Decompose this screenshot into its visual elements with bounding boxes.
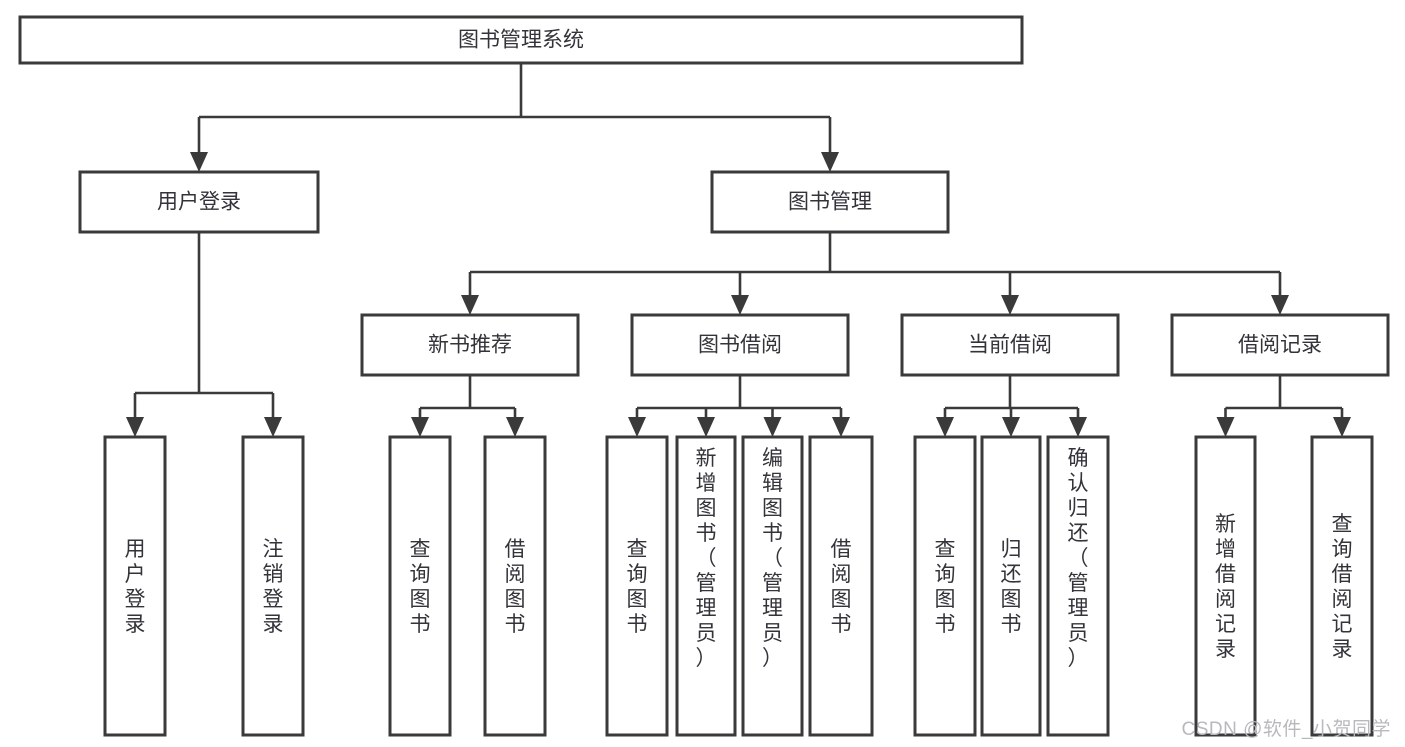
node-box [1194,435,1257,737]
node-label: 归还图书 [1001,538,1022,636]
node-label: 查询图书 [935,538,956,636]
node-leaf-borrow-book-rec[interactable]: 借阅图书 [483,435,547,737]
node-label: 图书管理系统 [458,29,584,52]
node-box [808,435,874,737]
node-leaf-logout[interactable]: 注销登录 [241,435,305,737]
node-leaf-query-record[interactable]: 查询借阅记录 [1310,435,1374,737]
node-label: 用户登录 [157,191,241,214]
node-label: 确认归还（管理员） [1068,447,1089,670]
arrow-down-icon [190,152,208,172]
node-book-borrow[interactable]: 图书借阅 [630,313,850,377]
node-box [241,435,305,737]
node-box [360,313,580,377]
arrow-down-icon [936,417,954,437]
node-label: 借阅记录 [1238,334,1322,357]
node-leaf-query-book-rec[interactable]: 查询图书 [388,435,452,737]
node-box [900,313,1120,377]
node-label: 借阅图书 [505,538,526,636]
arrow-down-icon [1333,417,1351,437]
node-box [78,170,320,234]
node-box [1170,313,1390,377]
node-label: 新增借阅记录 [1215,513,1236,661]
arrow-down-icon [697,417,715,437]
watermark-text: CSDN @软件_小贺同学 [1181,719,1391,740]
node-label: 图书管理 [788,191,872,214]
node-borrow-record[interactable]: 借阅记录 [1170,313,1390,377]
node-box [388,435,452,737]
arrow-down-icon [1271,295,1289,315]
node-label: 查询借阅记录 [1332,513,1353,661]
arrow-down-icon [1002,417,1020,437]
arrow-down-icon [126,417,144,437]
node-label: 新书推荐 [428,334,512,357]
arrow-down-icon [506,417,524,437]
node-label: 当前借阅 [968,334,1052,357]
node-label: 借阅图书 [831,538,852,636]
node-root[interactable]: 图书管理系统 [18,15,1024,65]
arrow-down-icon [628,417,646,437]
arrow-down-icon [1069,417,1087,437]
node-current-borrow[interactable]: 当前借阅 [900,313,1120,377]
arrow-down-icon [763,417,782,437]
arrow-down-icon [461,295,479,315]
node-box [483,435,547,737]
node-label: 用户登录 [125,538,146,636]
node-box [103,435,167,737]
arrow-down-icon [1001,295,1019,315]
arrow-down-icon [264,417,282,437]
node-leaf-user-login[interactable]: 用户登录 [103,435,167,737]
node-box [913,435,977,737]
node-label: 图书借阅 [698,334,782,357]
node-box [710,170,950,234]
node-leaf-add-record[interactable]: 新增借阅记录 [1194,435,1257,737]
node-leaf-query-book-borrow[interactable]: 查询图书 [605,435,669,737]
node-leaf-edit-book[interactable]: 编辑图书（管理员） [741,435,804,737]
node-box [1310,435,1374,737]
node-box [630,313,850,377]
arrow-down-icon [832,417,850,437]
node-layer: 图书管理系统用户登录图书管理新书推荐图书借阅当前借阅借阅记录用户登录注销登录查询… [18,15,1390,737]
node-box [1046,435,1110,737]
node-leaf-add-book[interactable]: 新增图书（管理员） [675,435,737,737]
node-book-manage[interactable]: 图书管理 [710,170,950,234]
arrow-down-icon [411,417,429,437]
node-new-book-rec[interactable]: 新书推荐 [360,313,580,377]
arrow-down-icon [1216,417,1235,437]
arrow-down-icon [731,295,749,315]
node-box [980,435,1042,737]
node-label: 注销登录 [263,538,284,636]
node-leaf-query-book-current[interactable]: 查询图书 [913,435,977,737]
arrow-down-icon [821,152,839,172]
node-user-login[interactable]: 用户登录 [78,170,320,234]
node-box [605,435,669,737]
node-label: 编辑图书（管理员） [762,447,783,670]
node-leaf-borrow-book[interactable]: 借阅图书 [808,435,874,737]
connector-layer [126,63,1351,437]
node-leaf-return-book[interactable]: 归还图书 [980,435,1042,737]
node-label: 查询图书 [410,538,431,636]
node-leaf-confirm-return[interactable]: 确认归还（管理员） [1046,435,1110,737]
node-label: 查询图书 [627,538,648,636]
node-box [18,15,1024,65]
node-box [741,435,804,737]
node-label: 新增图书（管理员） [696,447,717,670]
node-box [675,435,737,737]
